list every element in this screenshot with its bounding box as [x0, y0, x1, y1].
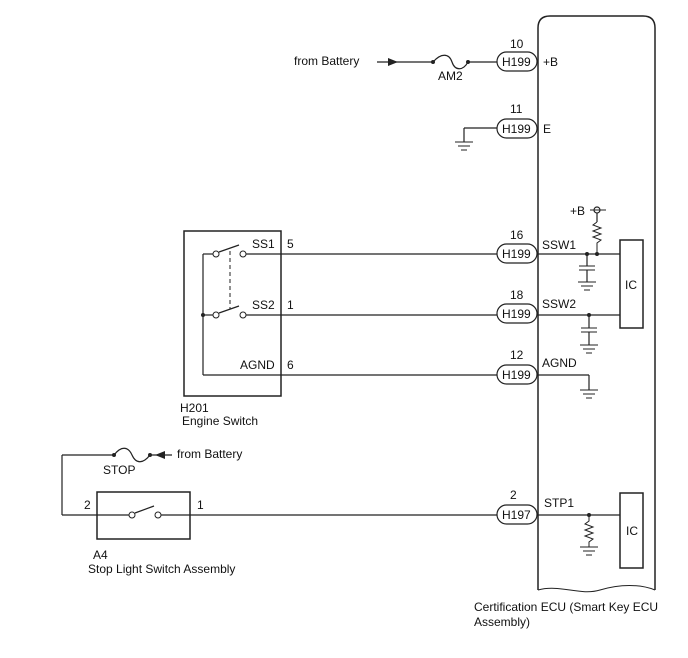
- fuse-stop-icon: [113, 447, 151, 463]
- stop-switch-contact: [128, 511, 136, 519]
- terminal-ss2-pin: 1: [287, 298, 294, 312]
- terminal-agnd: AGND: [240, 358, 275, 372]
- fuse-am2-icon: [432, 54, 469, 70]
- connector-h199-pin10-label: H199: [502, 55, 531, 69]
- signal-stp1: STP1: [544, 496, 574, 510]
- engine-switch-box: [183, 230, 282, 397]
- internal-plus-b: +B: [570, 204, 585, 218]
- ecu-name-cont: Assembly): [474, 615, 530, 629]
- switch-ss1-blade: [218, 244, 240, 253]
- terminal-ss1-pin: 5: [287, 237, 294, 251]
- stop-switch-blade: [134, 505, 155, 514]
- switch-ss2-contact: [212, 311, 220, 319]
- ic-block-lower: [619, 492, 644, 569]
- battery-source-label: from Battery: [294, 54, 359, 68]
- pullup-resistor-icon: [591, 221, 603, 254]
- ground-icon: [577, 281, 597, 291]
- pin-11-number: 11: [510, 102, 523, 116]
- ic-block-upper: [619, 239, 644, 329]
- stop-switch-name: Stop Light Switch Assembly: [88, 562, 235, 576]
- pulldown-resistor-icon: [583, 515, 595, 547]
- signal-e: E: [543, 122, 551, 136]
- ic-label-upper: IC: [625, 278, 637, 292]
- pin-18-number: 18: [510, 288, 524, 302]
- fuse-stop-label: STOP: [103, 463, 135, 477]
- terminal-ss2: SS2: [252, 298, 275, 312]
- switch-ss2-blade: [218, 305, 240, 314]
- signal-plus-b: +B: [543, 55, 558, 69]
- switch-ss1-contact: [212, 250, 220, 258]
- ground-icon: [579, 546, 599, 556]
- connector-h199-pin11-label: H199: [502, 122, 531, 136]
- terminal-agnd-pin: 6: [287, 358, 294, 372]
- signal-ssw2: SSW2: [542, 297, 576, 311]
- ecu-break-line: [537, 585, 656, 593]
- stop-switch-pin-left: 2: [84, 498, 91, 512]
- engine-switch-code: H201: [180, 401, 209, 415]
- stop-switch-code: A4: [93, 548, 108, 562]
- ground-icon: [579, 389, 599, 399]
- connector-h199-pin12-label: H199: [502, 368, 531, 382]
- engine-switch-name: Engine Switch: [182, 414, 258, 428]
- ic-label-lower: IC: [626, 524, 638, 538]
- fuse-am2-label: AM2: [438, 69, 463, 83]
- pin-12-number: 12: [510, 348, 524, 362]
- ground-icon: [454, 141, 474, 151]
- ground-icon: [579, 344, 599, 354]
- signal-ssw1: SSW1: [542, 238, 576, 252]
- stop-switch-pin-right: 1: [197, 498, 204, 512]
- connector-h199-pin18-label: H199: [502, 307, 531, 321]
- connector-h199-pin18: [496, 303, 538, 324]
- ecu-name: Certification ECU (Smart Key ECU: [474, 600, 658, 614]
- terminal-ss1: SS1: [252, 237, 275, 251]
- pin-10-number: 10: [510, 37, 524, 51]
- connector-h197-pin2-label: H197: [502, 508, 531, 522]
- connector-h199-pin11: [496, 118, 538, 139]
- connector-h199-pin10: [496, 51, 538, 72]
- signal-agnd: AGND: [542, 356, 577, 370]
- pin-2-number: 2: [510, 488, 517, 502]
- arrow-right-icon: [388, 58, 398, 66]
- ecu-housing: [537, 15, 656, 590]
- pin-16-number: 16: [510, 228, 524, 242]
- connector-h199-pin16-label: H199: [502, 247, 531, 261]
- stop-battery-source-label: from Battery: [177, 447, 242, 461]
